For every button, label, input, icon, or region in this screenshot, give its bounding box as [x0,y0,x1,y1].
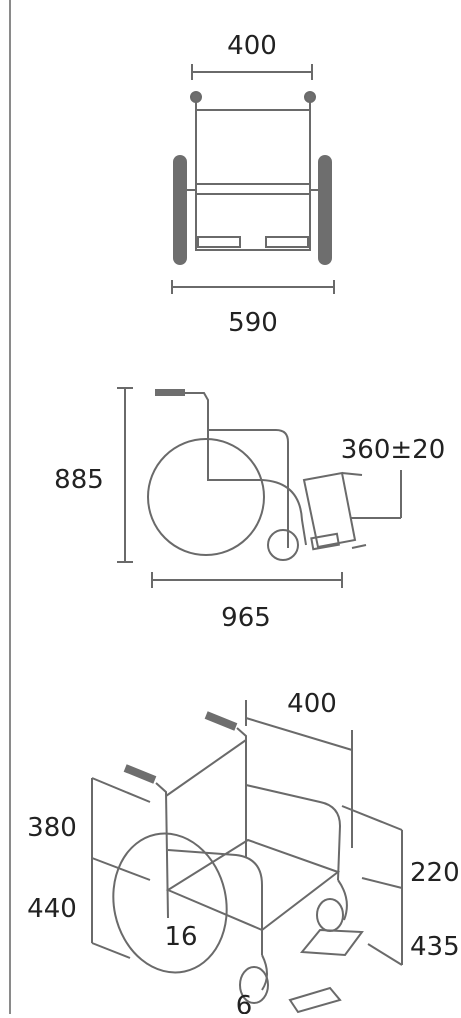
persp-rear-wheel [112,832,228,974]
side-handle-grip [155,389,185,396]
persp-footplate-back [300,928,364,957]
front-handle-right [304,91,316,103]
persp-caster-back [316,898,344,932]
persp-armrest-height-label: 220 [410,858,460,888]
side-rear-wheel [147,438,265,556]
side-footplate [310,532,341,551]
persp-backrest-height-label: 380 [27,813,77,843]
persp-caster-front [239,966,269,1004]
side-caster-wheel [267,529,299,561]
side-view [117,387,402,588]
front-tire-right [318,155,332,265]
persp-footplate-front [288,986,342,1014]
persp-handle-grip-back [204,711,238,731]
side-height-label: 885 [54,465,104,495]
persp-seat-width-dimension-line [245,717,353,751]
front-bottom-width-label: 590 [228,308,278,338]
side-length-label: 965 [221,603,271,633]
side-footrest-range-label: 360±20 [341,435,446,465]
front-top-width-label: 400 [227,31,277,61]
front-footrest-left [197,236,241,248]
persp-seat [165,838,341,932]
persp-seat-width-label: 400 [287,689,337,719]
front-seat [195,183,311,195]
perspective-view [91,700,403,1014]
front-frame [195,109,311,251]
front-view [171,64,335,294]
persp-rear-wheel-size-label: 16 [164,922,197,952]
persp-caster-size-label: 6 [236,991,253,1014]
persp-front-height-label: 435 [410,932,460,962]
front-footrest-right [265,236,309,248]
persp-handle-grip-front [123,764,157,784]
front-tire-left [173,155,187,265]
front-handle-left [190,91,202,103]
persp-seat-height-label: 440 [27,894,77,924]
